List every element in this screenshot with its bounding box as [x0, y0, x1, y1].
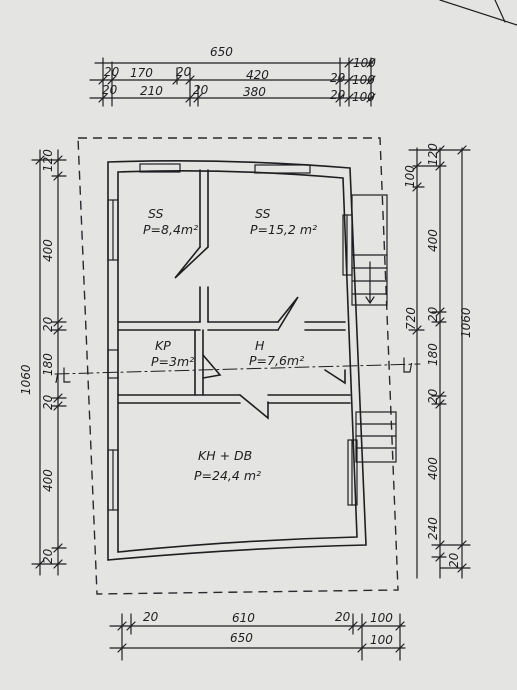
room-kitchen-name: KH + DB — [198, 448, 252, 463]
top-overall-dim: 650 — [210, 45, 233, 59]
room-ss-large-name: SS — [255, 206, 270, 221]
top-row2-seg-4: 380 — [243, 85, 266, 99]
right-seg-7: 400 — [426, 457, 440, 480]
bottom-seg-4: 100 — [370, 611, 393, 625]
top-row1-seg-3: 20 — [176, 65, 192, 79]
right-seg-5: 180 — [426, 343, 440, 366]
left-seg-2: 400 — [41, 239, 55, 262]
top-row1-seg-2: 170 — [130, 66, 153, 80]
bottom-seg-2: 610 — [232, 611, 255, 625]
room-kp-area: P=3m² — [151, 354, 194, 369]
room-hall-area: P=7,6m² — [249, 353, 304, 368]
right-total-dim: 1060 — [459, 307, 473, 338]
room-ss-small-area: P=8,4m² — [143, 222, 198, 237]
top-row2-seg-3: 20 — [193, 83, 209, 97]
left-total-dim: 1060 — [19, 364, 33, 395]
right-seg-6: 20 — [426, 388, 440, 404]
room-kp-name: KP — [155, 338, 171, 353]
right-seg-4: 20 — [426, 306, 440, 322]
top-row2-seg-1: 20 — [102, 83, 118, 97]
stairs-lower — [355, 411, 397, 463]
bottom-overall-end-dim: 100 — [370, 633, 393, 647]
left-seg-5: 20 — [41, 394, 55, 410]
bottom-seg-1: 20 — [143, 610, 159, 624]
room-labels: SS P=8,4m² SS P=15,2 m² KP P=3m² H P=7,6… — [143, 206, 317, 483]
bottom-overall-dim: 650 — [230, 631, 253, 645]
bottom-dimensions: 20 610 20 100 650 100 — [109, 610, 406, 661]
right-inner-dim: 720 — [404, 307, 418, 330]
section-mark-right: I — [409, 361, 413, 375]
right-seg-2: 100 — [403, 165, 417, 188]
bottom-seg-3: 20 — [335, 610, 351, 624]
stairs-upper — [351, 194, 388, 306]
roof-outline-dashed — [77, 137, 399, 595]
top-row1-seg-5: 20 — [330, 71, 346, 85]
room-ss-large-area: P=15,2 m² — [250, 222, 317, 237]
left-seg-3: 20 — [41, 316, 55, 332]
room-ss-small-name: SS — [148, 206, 163, 221]
paper-corner-line-2 — [494, 0, 506, 23]
top-row2-seg-6: 100 — [352, 90, 375, 104]
top-row1-seg-4: 420 — [246, 68, 269, 82]
left-seg-6: 400 — [41, 469, 55, 492]
top-row2-seg-2: 210 — [140, 84, 163, 98]
left-dimensions: 1060 120 400 20 180 20 400 20 — [19, 149, 67, 576]
top-row1-seg-6: 100 — [352, 73, 375, 87]
top-row1-seg-1: 20 — [104, 65, 120, 79]
right-seg-1: 120 — [426, 143, 440, 166]
top-dimensions: 650 100 20 170 20 420 20 100 20 210 20 3… — [89, 45, 376, 107]
section-mark-left: I — [55, 372, 59, 386]
room-kitchen-area: P=24,4 m² — [194, 468, 261, 483]
section-line: I I — [54, 357, 421, 386]
left-seg-4: 180 — [41, 353, 55, 376]
left-seg-1: 120 — [41, 149, 55, 172]
top-row2-seg-5: 20 — [330, 88, 346, 102]
right-dimensions: 1060 720 120 100 400 20 180 20 400 240 2… — [403, 143, 473, 579]
walls — [107, 160, 367, 561]
top-row1-end-dim: 100 — [353, 56, 376, 70]
right-seg-9: 20 — [447, 552, 461, 568]
right-seg-3: 400 — [426, 229, 440, 252]
right-seg-8: 240 — [426, 517, 440, 540]
left-seg-7: 20 — [41, 548, 55, 564]
room-hall-name: H — [255, 338, 265, 353]
